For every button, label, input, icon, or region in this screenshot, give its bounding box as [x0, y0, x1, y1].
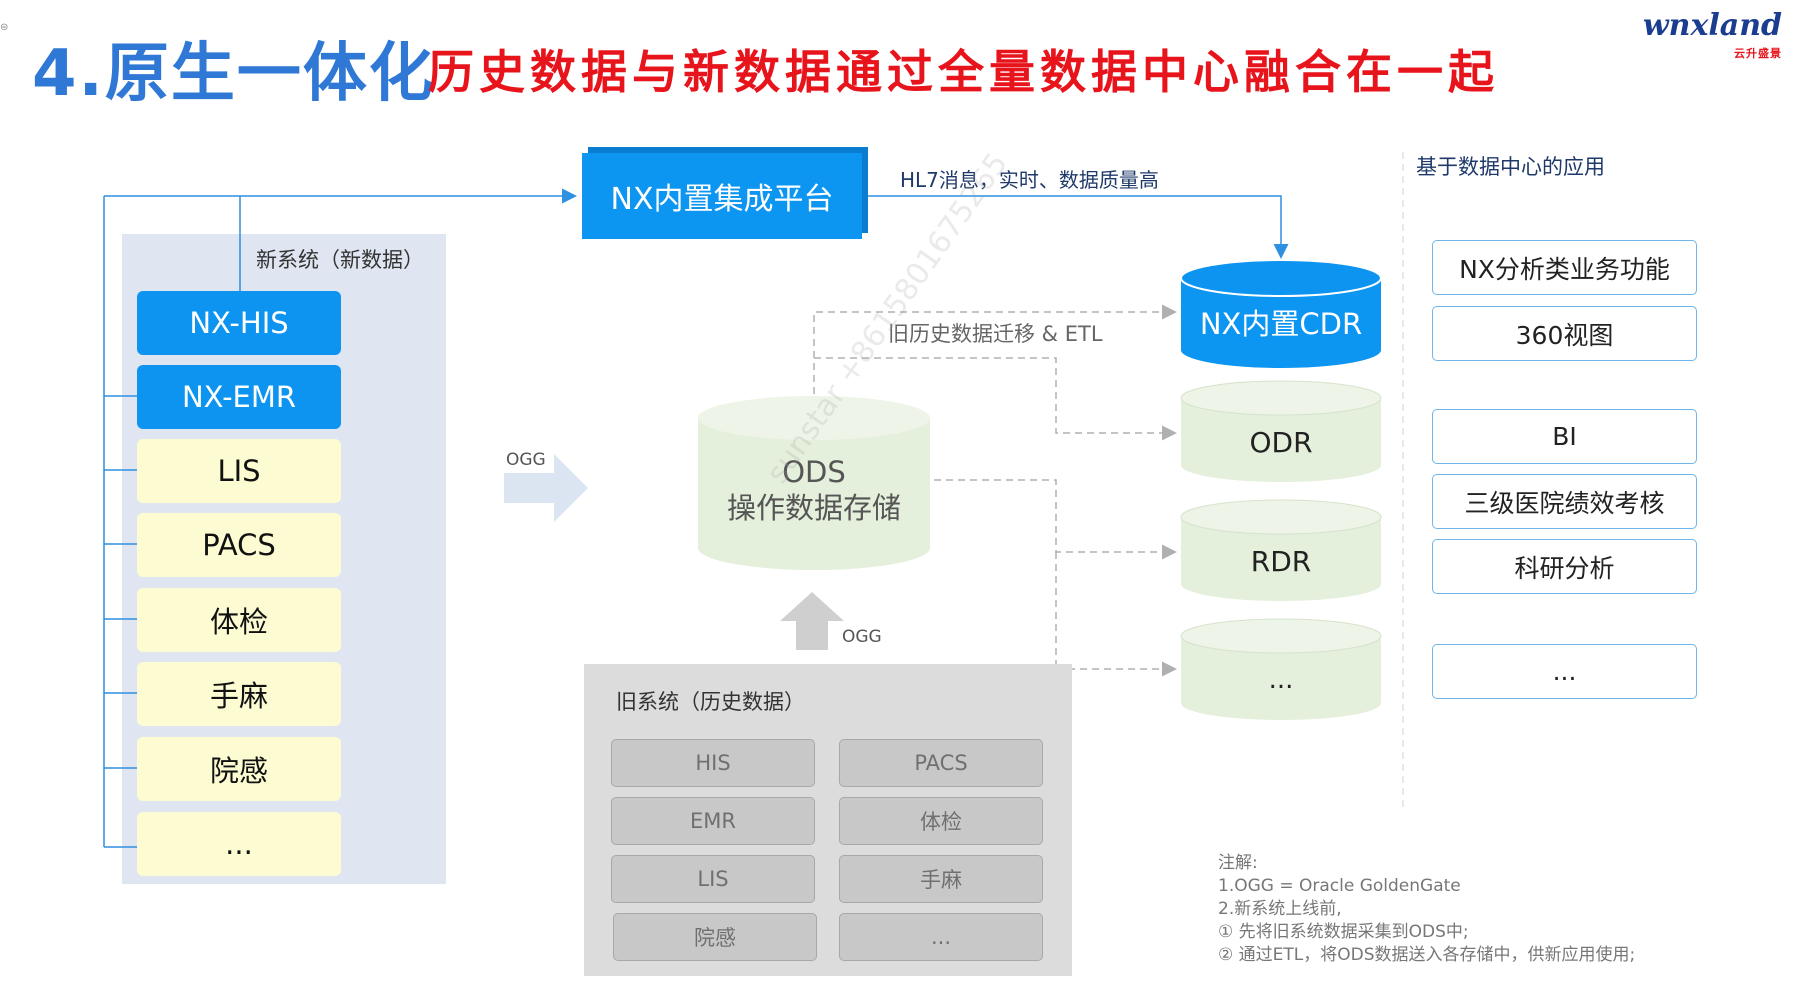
old-system-tijian: 体检 — [839, 797, 1043, 845]
app-nx-analysis: NX分析类业务功能 — [1432, 240, 1697, 295]
logo-subtext: 云升盛景 — [1734, 47, 1782, 60]
app-360-view: 360视图 — [1432, 306, 1697, 361]
system-pacs: PACS — [137, 513, 341, 577]
company-logo: wnxland 云升盛景 — [1643, 11, 1782, 68]
app-research-analysis: 科研分析 — [1432, 539, 1697, 594]
app-performance-eval: 三级医院绩效考核 — [1432, 474, 1697, 529]
ods-subtitle: 操作数据存储 — [726, 491, 901, 525]
cdr-cylinder — [1180, 259, 1382, 368]
system-shouma: 手麻 — [137, 662, 341, 726]
rdr-label: RDR — [1250, 544, 1312, 578]
notes-line-2: 2.新系统上线前, — [1218, 899, 1342, 919]
ogg-up-arrow — [780, 592, 844, 650]
app-bi: BI — [1432, 409, 1697, 464]
integration-platform: NX内置集成平台 — [582, 153, 862, 239]
system-lis: LIS — [137, 439, 341, 503]
ods-label: ODS 操作数据存储 — [698, 450, 930, 530]
ogg-right-arrow — [504, 454, 588, 522]
old-system-lis: LIS — [611, 855, 815, 903]
old-system-more: ... — [839, 913, 1043, 961]
notes-block: 注解: 1.OGG = Oracle GoldenGate 2.新系统上线前, … — [1218, 852, 1635, 967]
ods-cylinder — [698, 396, 930, 570]
rdr-cylinder — [1180, 499, 1382, 601]
ogg-bottom-label: OGG — [842, 627, 882, 647]
odr-cylinder — [1180, 380, 1382, 482]
system-nx-his: NX-HIS — [137, 291, 341, 355]
notes-line-3: ① 先将旧系统数据采集到ODS中; — [1218, 922, 1469, 942]
logo-text: wnxland — [1642, 8, 1782, 43]
notes-line-1: 1.OGG = Oracle GoldenGate — [1218, 876, 1461, 896]
old-system-his: HIS — [611, 739, 815, 787]
page-title: 4.原生一体化 — [32, 37, 435, 111]
old-system-yuangan: 院感 — [613, 913, 817, 961]
system-yuangan: 院感 — [137, 737, 341, 801]
more-store-cylinder — [1180, 618, 1382, 720]
window-marker-icon: ⊜ — [0, 22, 9, 33]
old-system-shouma: 手麻 — [839, 855, 1043, 903]
old-systems-label: 旧系统（历史数据） — [616, 690, 805, 714]
notes-line-4: ② 通过ETL，将ODS数据送入各存储中，供新应用使用; — [1218, 945, 1636, 965]
old-system-emr: EMR — [611, 797, 815, 845]
system-more: ... — [137, 812, 341, 876]
app-more: ... — [1432, 644, 1697, 699]
more-store-label: ... — [1268, 665, 1294, 695]
ods-title: ODS — [782, 455, 846, 489]
notes-heading: 注解: — [1218, 853, 1258, 873]
system-nx-emr: NX-EMR — [137, 365, 341, 429]
applications-title: 基于数据中心的应用 — [1416, 155, 1605, 179]
etl-label: 旧历史数据迁移 & ETL — [888, 322, 1103, 346]
ogg-left-label: OGG — [506, 450, 546, 470]
old-system-pacs: PACS — [839, 739, 1043, 787]
new-systems-label: 新系统（新数据） — [256, 248, 424, 272]
odr-label: ODR — [1249, 425, 1313, 459]
system-tijian: 体检 — [137, 588, 341, 652]
cdr-label: NX内置CDR — [1199, 307, 1363, 341]
hl7-label: HL7消息，实时、数据质量高 — [900, 168, 1159, 192]
page-subtitle: 历史数据与新数据通过全量数据中心融合在一起 — [428, 45, 1499, 99]
